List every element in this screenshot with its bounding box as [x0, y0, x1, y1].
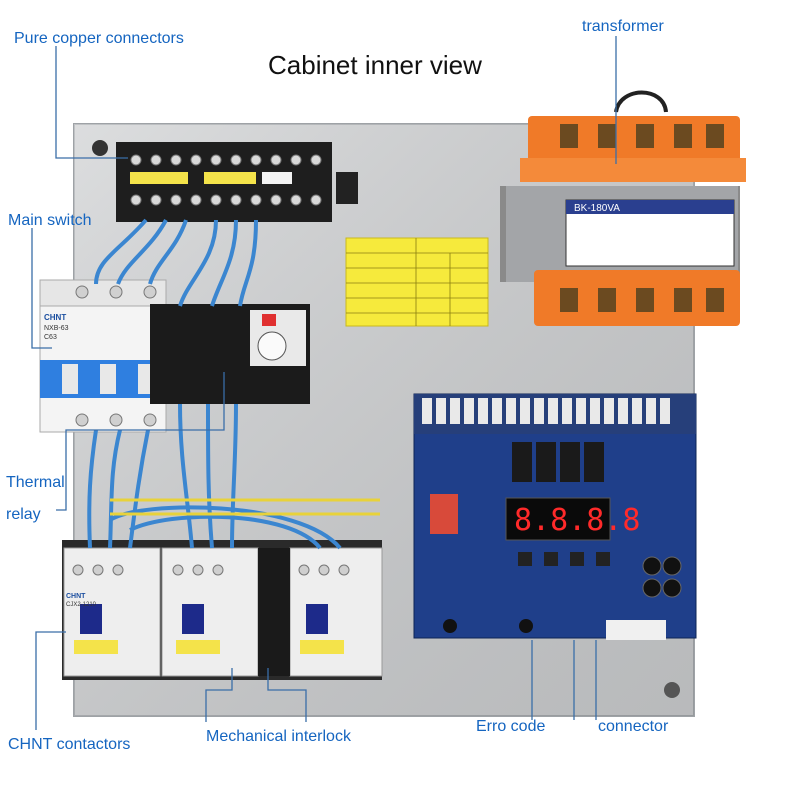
label-pure-copper-connectors: Pure copper connectors: [14, 30, 184, 47]
label-main-switch: Main switch: [8, 212, 92, 229]
spec-label: [345, 237, 489, 327]
control-board: 8.8.8.8: [413, 393, 697, 640]
label-connector: connector: [598, 718, 669, 735]
terminal-block: [116, 142, 358, 222]
contactor-row: CHNT CJX2-1210: [62, 540, 383, 680]
transformer-model: BK-180VA: [574, 203, 620, 214]
label-transformer: transformer: [582, 18, 664, 35]
breaker-model: NXB-63: [44, 325, 69, 332]
breaker-rating: C63: [44, 334, 57, 341]
mount-hole: [664, 682, 680, 698]
label-mechanical-interlock: Mechanical interlock: [206, 728, 351, 745]
label-thermal: Thermal: [6, 474, 65, 491]
error-code-display: 8.8.8.8: [514, 503, 640, 538]
label-chnt-contactors: CHNT contactors: [8, 736, 131, 753]
label-relay: relay: [6, 506, 41, 523]
contactor-model: CJX2-1210: [66, 602, 97, 608]
breaker-brand: CHNT: [44, 313, 66, 322]
wiring: [87, 218, 342, 550]
page-title: Cabinet inner view: [268, 50, 482, 80]
wiring-yellow: [110, 498, 380, 516]
mount-hole: [92, 140, 108, 156]
main-switch: CHNT NXB-63 C63: [39, 279, 167, 433]
label-erro-code: Erro code: [476, 718, 546, 735]
leader-lines: [31, 36, 617, 730]
thermal-relay: [150, 304, 310, 404]
contactor-brand: CHNT: [66, 593, 86, 600]
transformer: BK-180VA: [500, 90, 746, 326]
